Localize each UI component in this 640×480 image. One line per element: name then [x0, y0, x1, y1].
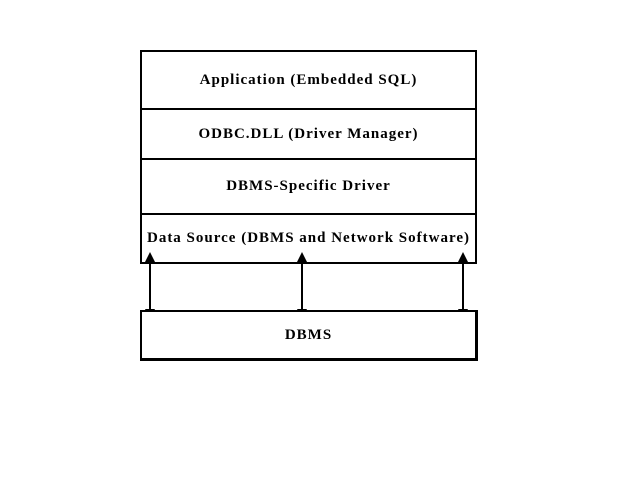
dbms-box: DBMS — [140, 310, 478, 361]
layer-dbms-driver: DBMS-Specific Driver — [142, 160, 475, 215]
odbc-layer-stack: Application (Embedded SQL) ODBC.DLL (Dri… — [140, 50, 477, 264]
double-arrow-icon — [458, 252, 468, 319]
dbms-box-label: DBMS — [284, 326, 333, 343]
layer-data-source: Data Source (DBMS and Network Software) — [142, 215, 475, 262]
layer-data-source-label: Data Source (DBMS and Network Software) — [146, 230, 470, 246]
layer-application: Application (Embedded SQL) — [142, 52, 475, 110]
double-arrow-icon — [145, 252, 155, 319]
layer-driver-manager: ODBC.DLL (Driver Manager) — [142, 110, 475, 160]
double-arrow-icon — [297, 252, 307, 319]
layer-application-label: Application (Embedded SQL) — [199, 71, 418, 88]
layer-dbms-driver-label: DBMS-Specific Driver — [226, 178, 391, 194]
layer-driver-manager-label: ODBC.DLL (Driver Manager) — [198, 125, 419, 142]
